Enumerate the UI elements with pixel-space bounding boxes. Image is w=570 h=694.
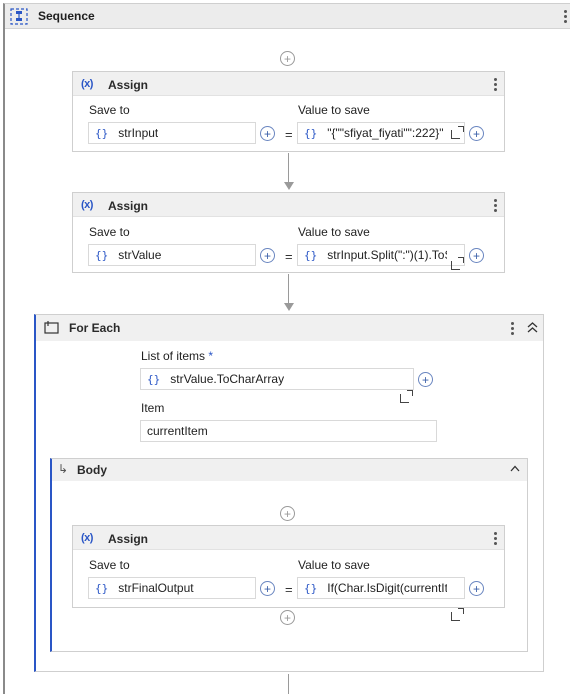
save-to-field[interactable]: {} strValue bbox=[88, 244, 256, 266]
for-each-header[interactable] bbox=[36, 315, 543, 341]
value-to-save-field[interactable]: {} If(Char.IsDigit(currentIt bbox=[297, 577, 465, 599]
expression-brace-icon: {} bbox=[147, 372, 161, 386]
sequence-icon bbox=[10, 8, 28, 25]
assign-variable-icon: (x) bbox=[81, 199, 93, 211]
sequence-header[interactable] bbox=[5, 4, 570, 29]
value-to-save-field[interactable]: {} strInput.Split(":")(1).ToS bbox=[297, 244, 465, 266]
expand-editor-icon[interactable] bbox=[400, 390, 413, 403]
connector-line bbox=[288, 153, 289, 183]
expand-editor-icon[interactable] bbox=[451, 608, 464, 621]
item-field[interactable]: currentItem bbox=[140, 420, 437, 442]
expression-brace-icon: {} bbox=[95, 248, 109, 262]
save-to-field[interactable]: {} strFinalOutput bbox=[88, 577, 256, 599]
body-arrow-icon: ↳ bbox=[58, 462, 69, 476]
for-each-title: For Each bbox=[69, 321, 121, 335]
add-activity-body-icon[interactable]: + bbox=[280, 506, 295, 521]
value-to-save-label: Value to save bbox=[298, 558, 370, 572]
list-of-items-label: List of items * bbox=[141, 349, 214, 363]
assign-variable-icon: (x) bbox=[81, 532, 93, 544]
save-to-label: Save to bbox=[89, 225, 130, 239]
add-variable-icon[interactable]: + bbox=[260, 248, 275, 263]
expand-editor-icon[interactable] bbox=[451, 257, 464, 270]
sequence-title: Sequence bbox=[38, 9, 95, 23]
assign-1-menu-icon[interactable] bbox=[491, 74, 499, 94]
add-activity-top-icon[interactable]: + bbox=[280, 51, 295, 66]
expand-editor-icon[interactable] bbox=[451, 126, 464, 139]
save-to-value: strInput bbox=[118, 126, 159, 140]
body-title: Body bbox=[77, 463, 107, 477]
value-to-save-value: strInput.Split(":")(1).ToS bbox=[327, 248, 448, 262]
expression-brace-icon: {} bbox=[95, 581, 109, 595]
for-each-menu-icon[interactable] bbox=[508, 318, 516, 338]
assign-3-title: Assign bbox=[108, 532, 149, 546]
expression-brace-icon: {} bbox=[304, 126, 318, 140]
value-to-save-value: "{""sfiyat_fiyati"":222}" bbox=[327, 126, 444, 140]
value-to-save-label: Value to save bbox=[298, 225, 370, 239]
value-to-save-value: If(Char.IsDigit(currentIt bbox=[327, 581, 448, 595]
save-to-label: Save to bbox=[89, 103, 130, 117]
assign-3-menu-icon[interactable] bbox=[491, 528, 499, 548]
collapse-double-icon[interactable] bbox=[527, 322, 538, 333]
save-to-value: strValue bbox=[118, 248, 162, 262]
expression-brace-icon: {} bbox=[95, 126, 109, 140]
expression-brace-icon: {} bbox=[304, 248, 318, 262]
save-to-label: Save to bbox=[89, 558, 130, 572]
connector-arrow-icon bbox=[284, 182, 294, 190]
assign-3-header[interactable] bbox=[73, 526, 504, 550]
for-each-icon bbox=[44, 321, 59, 334]
equals-sign: = bbox=[285, 249, 293, 264]
assign-2-title: Assign bbox=[108, 199, 149, 213]
collapse-body-icon[interactable] bbox=[510, 465, 520, 472]
body-header[interactable] bbox=[52, 459, 527, 481]
equals-sign: = bbox=[285, 582, 293, 597]
expression-brace-icon: {} bbox=[304, 581, 318, 595]
save-to-value: strFinalOutput bbox=[118, 581, 194, 595]
required-marker: * bbox=[208, 349, 214, 363]
save-to-field[interactable]: {} strInput bbox=[88, 122, 256, 144]
add-activity-bottom-icon[interactable]: + bbox=[280, 610, 295, 625]
add-variable-icon[interactable]: + bbox=[260, 581, 275, 596]
assign-1-header[interactable] bbox=[73, 72, 504, 96]
list-of-items-field[interactable]: {} strValue.ToCharArray bbox=[140, 368, 414, 390]
value-to-save-label: Value to save bbox=[298, 103, 370, 117]
sequence-container bbox=[3, 3, 570, 694]
add-value-icon[interactable]: + bbox=[469, 581, 484, 596]
sequence-menu-icon[interactable] bbox=[561, 6, 569, 26]
item-label: Item bbox=[141, 401, 165, 415]
add-value-icon[interactable]: + bbox=[469, 126, 484, 141]
assign-2-header[interactable] bbox=[73, 193, 504, 217]
connector-line bbox=[288, 274, 289, 304]
assign-variable-icon: (x) bbox=[81, 78, 93, 90]
list-of-items-value: strValue.ToCharArray bbox=[170, 372, 285, 386]
add-list-icon[interactable]: + bbox=[418, 372, 433, 387]
assign-2-menu-icon[interactable] bbox=[491, 195, 499, 215]
item-value: currentItem bbox=[147, 424, 208, 438]
connector-line bbox=[288, 674, 289, 694]
add-value-icon[interactable]: + bbox=[469, 248, 484, 263]
equals-sign: = bbox=[285, 127, 293, 142]
connector-arrow-icon bbox=[284, 303, 294, 311]
assign-1-title: Assign bbox=[108, 78, 149, 92]
add-variable-icon[interactable]: + bbox=[260, 126, 275, 141]
value-to-save-field[interactable]: {} "{""sfiyat_fiyati"":222}" bbox=[297, 122, 465, 144]
